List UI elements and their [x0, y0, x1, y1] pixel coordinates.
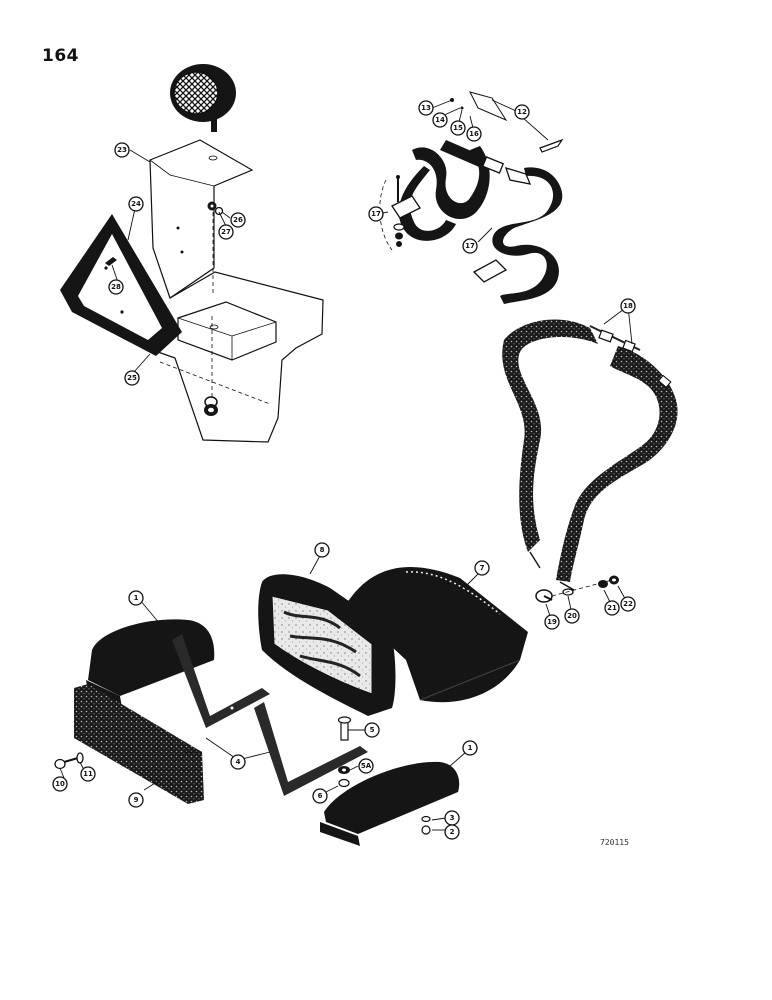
svg-text:8: 8 — [320, 546, 325, 554]
svg-text:6: 6 — [318, 792, 323, 800]
callout-4: 4 — [230, 754, 246, 770]
svg-text:16: 16 — [469, 130, 479, 138]
svg-text:5A: 5A — [361, 762, 372, 770]
callout-3: 3 — [444, 810, 460, 826]
svg-text:1: 1 — [468, 744, 473, 752]
callout-17a: 17 — [368, 206, 384, 222]
callout-28: 28 — [108, 279, 124, 295]
svg-text:2: 2 — [450, 828, 455, 836]
callout-14: 14 — [432, 112, 448, 128]
callout-25: 25 — [124, 370, 140, 386]
svg-text:15: 15 — [453, 124, 463, 132]
callout-2: 2 — [444, 824, 460, 840]
callout-1-right: 1 — [462, 740, 478, 756]
svg-text:3: 3 — [450, 814, 455, 822]
callout-19: 19 — [544, 614, 560, 630]
svg-text:17: 17 — [371, 210, 381, 218]
callout-13: 13 — [418, 100, 434, 116]
svg-text:26: 26 — [233, 216, 243, 224]
callout-20: 20 — [564, 608, 580, 624]
svg-text:24: 24 — [131, 200, 141, 208]
svg-text:10: 10 — [55, 780, 65, 788]
callout-8: 8 — [314, 542, 330, 558]
callout-1-left: 1 — [128, 590, 144, 606]
svg-text:20: 20 — [567, 612, 577, 620]
callout-10: 10 — [52, 776, 68, 792]
callout-12: 12 — [514, 104, 530, 120]
seat-back — [258, 574, 396, 716]
callout-27: 27 — [218, 224, 234, 240]
callout-6: 6 — [312, 788, 328, 804]
svg-text:14: 14 — [435, 116, 445, 124]
callout-16: 16 — [466, 126, 482, 142]
shoulder-harness — [502, 319, 678, 591]
lamp-mounting-bracket — [149, 139, 254, 299]
arm-rest-support-brackets — [172, 634, 368, 796]
svg-text:9: 9 — [134, 796, 139, 804]
svg-text:4: 4 — [236, 758, 241, 766]
callout-7: 7 — [474, 560, 490, 576]
callout-21: 21 — [604, 600, 620, 616]
svg-text:23: 23 — [117, 146, 127, 154]
work-lamp — [170, 64, 236, 132]
svg-text:5: 5 — [370, 726, 375, 734]
callout-15: 15 — [450, 120, 466, 136]
callout-9: 9 — [128, 792, 144, 808]
seat-cushion — [346, 567, 528, 703]
svg-text:28: 28 — [111, 283, 121, 291]
svg-text:25: 25 — [127, 374, 137, 382]
callout-11: 11 — [80, 766, 96, 782]
svg-text:1: 1 — [134, 594, 139, 602]
callout-18: 18 — [620, 298, 636, 314]
svg-text:21: 21 — [607, 604, 617, 612]
svg-text:17: 17 — [465, 242, 475, 250]
drawing-code: 720115 — [600, 838, 629, 847]
callout-26: 26 — [230, 212, 246, 228]
fender-step-pad — [177, 301, 277, 361]
bracket-hardware — [105, 201, 224, 416]
svg-text:7: 7 — [480, 564, 485, 572]
svg-text:12: 12 — [517, 108, 527, 116]
svg-text:27: 27 — [221, 228, 231, 236]
svg-text:19: 19 — [547, 618, 557, 626]
callout-5: 5 — [364, 722, 380, 738]
callout-17b: 17 — [462, 238, 478, 254]
callout-24: 24 — [128, 196, 144, 212]
seat-belt — [391, 140, 563, 304]
svg-text:18: 18 — [623, 302, 633, 310]
fender-plate — [157, 271, 324, 443]
side-panel — [74, 684, 204, 804]
callout-23: 23 — [114, 142, 130, 158]
svg-text:22: 22 — [623, 600, 633, 608]
page-number: 164 — [42, 46, 79, 66]
callout-5a: 5A — [358, 758, 374, 774]
svg-text:13: 13 — [421, 104, 431, 112]
harness-hardware — [535, 575, 619, 603]
arm-rest-right — [320, 761, 460, 846]
svg-text:11: 11 — [83, 770, 93, 778]
callout-22: 22 — [620, 596, 636, 612]
